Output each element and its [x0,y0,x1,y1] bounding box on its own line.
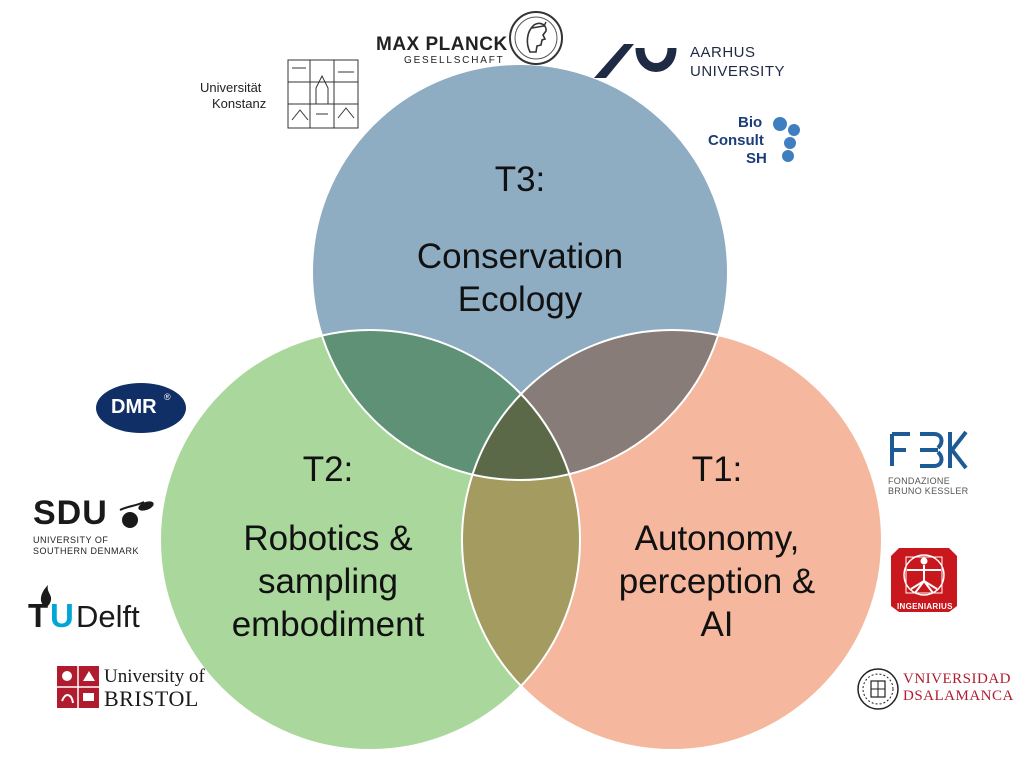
fbk-mark-icon [890,430,968,470]
max-planck-name: MAX PLANCK [376,34,508,55]
t2-line-1: Robotics & [243,519,413,558]
water-drops-icon [773,117,800,162]
tudelft-delft: Delft [76,599,140,634]
aarhus-wave-icon [594,44,677,78]
t3-label: T3: Conservation Ecology [370,158,670,321]
circle-t1 [462,330,882,750]
t2-line-3: embodiment [231,605,425,644]
dmr-registered-mark: ® [164,392,171,402]
sdu-text: SDU [33,494,108,532]
bioconsult-line-3: SH [746,150,767,167]
fbk-sub-1: FONDAZIONE [888,476,951,486]
bioconsult-line-2: Consult [708,132,764,149]
flame-icon [40,585,52,607]
t2-label: T2: Robotics & sampling embodiment [178,448,478,646]
max-planck-sub: GESELLSCHAFT [404,55,505,66]
apple-branch-icon [119,501,154,528]
tudelft-u: U [50,597,74,634]
konstanz-building-icon [287,59,359,129]
t1-line-2: perception & [618,562,816,601]
salamanca-line-1: VNIVERSIDAD [903,671,1011,687]
aarhus-line-2: UNIVERSITY [690,63,786,80]
minerva-seal-icon [509,11,563,65]
bioconsult-line-1: Bio [738,114,763,131]
tudelft-t: T [28,597,49,634]
salamanca-line-2: DSALAMANCA [903,688,1014,704]
konstanz-line-1: Universität [200,80,262,95]
t1-title: T1: [691,450,743,489]
t1-line-1: Autonomy, [634,519,800,558]
bristol-crest-icon [57,666,99,708]
salamanca-seal-icon [857,668,899,710]
t3-subtitle: Conservation Ecology [416,237,624,319]
sdu-sub-1: UNIVERSITY OF [33,535,109,545]
sdu-sub-2: SOUTHERN DENMARK [33,546,140,556]
vitruvian-man-icon [891,548,957,612]
dmr-ellipse-icon [96,383,186,433]
ingeniarius-text: INGENIARIUS [897,602,953,611]
fbk-sub-2: BRUNO KESSLER [888,486,969,496]
circle-t2 [160,330,580,750]
t1-line-3: AI [700,605,734,644]
t2-title: T2: [302,450,354,489]
t1-label: T1: Autonomy, perception & AI [567,448,867,646]
t2-line-2: sampling [257,562,399,601]
t3-title: T3: [494,160,546,199]
bristol-line-1: University of [104,666,205,687]
aarhus-line-1: AARHUS [690,44,756,61]
konstanz-line-2: Konstanz [212,96,267,111]
bristol-line-2: BRISTOL [104,686,199,711]
dmr-text: DMR [111,396,157,418]
